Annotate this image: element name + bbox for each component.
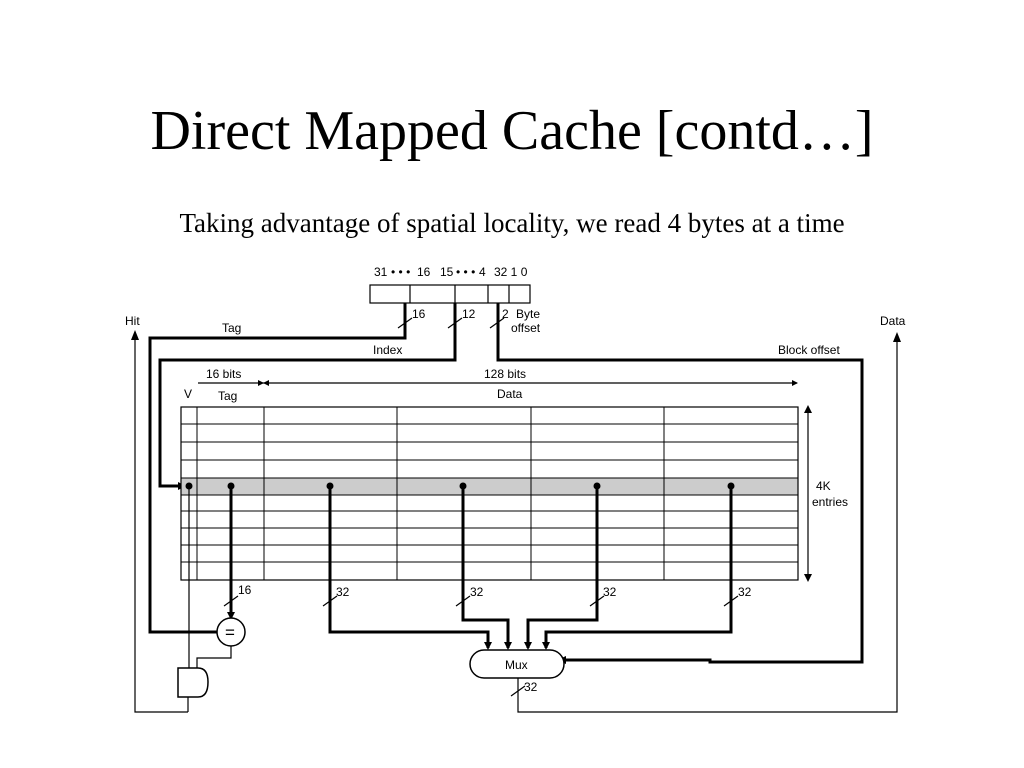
width-tag-out: 16: [238, 583, 252, 597]
mux-label: Mux: [505, 658, 528, 672]
col-tag-label: Tag: [218, 389, 237, 403]
address-register: [369, 284, 531, 304]
width-index-field: 12: [462, 307, 476, 321]
col-data-label: Data: [497, 387, 523, 401]
byte-offset-label-1: Byte: [516, 307, 540, 321]
index-label: Index: [373, 343, 402, 357]
index-bus: [158, 303, 457, 488]
data-out-line: [517, 338, 898, 713]
mux: [469, 649, 565, 679]
entries-label-2: entries: [812, 495, 848, 509]
width-word1: 32: [470, 585, 484, 599]
word1-bus: [461, 486, 510, 648]
addr-dots-2: • • •: [456, 265, 475, 279]
width-word2: 32: [603, 585, 617, 599]
bits-16-label: 16 bits: [206, 367, 241, 381]
block-offset-bus: [496, 303, 864, 664]
byte-offset-label-2: offset: [511, 321, 541, 335]
block-offset-label: Block offset: [778, 343, 840, 357]
slide-subtitle: Taking advantage of spatial locality, we…: [179, 208, 845, 238]
word0-bus: [328, 486, 490, 648]
data-out-label: Data: [880, 314, 906, 328]
and-gate: [177, 667, 209, 698]
width-mux-out: 32: [524, 680, 538, 694]
hit-line: [134, 338, 188, 713]
comparator-symbol: =: [225, 623, 235, 642]
width-word0: 32: [336, 585, 350, 599]
entries-label-1: 4K: [816, 479, 831, 493]
addr-bits-low: 32 1 0: [494, 265, 528, 279]
slide-title: Direct Mapped Cache [contd…]: [150, 100, 874, 162]
word2-bus: [526, 486, 599, 648]
addr-bit-4: 4: [479, 265, 486, 279]
addr-bit-15: 15: [440, 265, 454, 279]
col-v-label: V: [184, 387, 192, 401]
addr-bit-16: 16: [417, 265, 431, 279]
cache-table: [180, 406, 799, 581]
width-word3: 32: [738, 585, 752, 599]
word3-bus: [544, 486, 733, 648]
addr-dots-1: • • •: [391, 265, 410, 279]
bits-128-label: 128 bits: [484, 367, 526, 381]
width-offset-field: 2: [502, 307, 509, 321]
tag-label: Tag: [222, 321, 241, 335]
hit-label: Hit: [125, 314, 140, 328]
addr-bit-31: 31: [374, 265, 388, 279]
width-tag-field: 16: [412, 307, 426, 321]
tag-bus: [148, 303, 407, 634]
